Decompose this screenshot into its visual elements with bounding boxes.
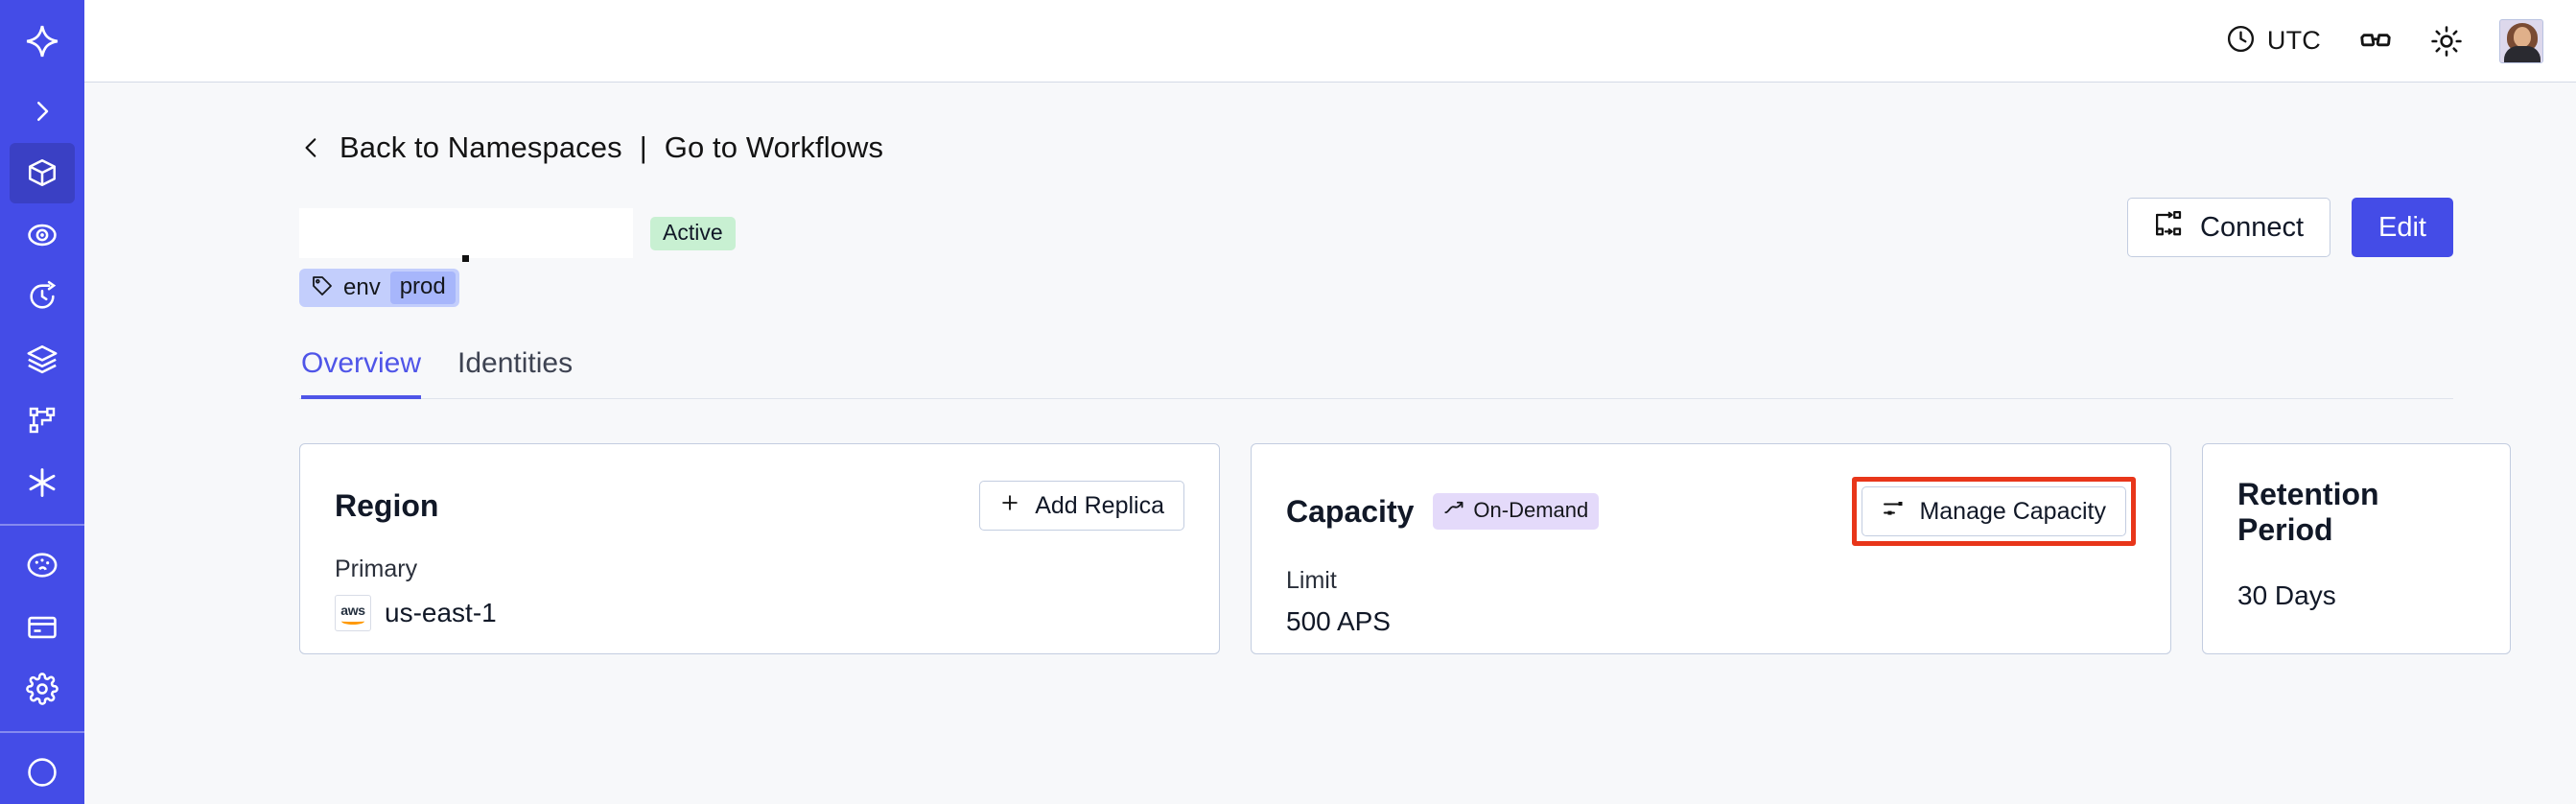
- namespace-title-row: Active: [299, 198, 2453, 262]
- tag-icon: [311, 274, 334, 302]
- tag-value: prod: [389, 272, 456, 304]
- sidebar-item-workflows[interactable]: [10, 390, 75, 451]
- status-badge: Active: [650, 216, 736, 250]
- region-card-header: Region Add Replica: [335, 477, 1184, 534]
- retention-value: 30 Days: [2237, 580, 2336, 610]
- avatar-body: [2504, 45, 2541, 62]
- page-title: [299, 208, 633, 258]
- capacity-card-title: Capacity: [1286, 493, 1415, 529]
- top-bar: UTC: [84, 0, 2576, 83]
- breadcrumb-workflows-link[interactable]: Go to Workflows: [664, 130, 884, 164]
- aws-logo-icon: aws: [335, 595, 371, 631]
- connect-button-label: Connect: [2200, 211, 2305, 243]
- chevron-left-icon[interactable]: [299, 131, 324, 164]
- page-content: Back to Namespaces | Go to Workflows Act…: [84, 83, 2576, 804]
- tag-key: env: [343, 274, 381, 300]
- capacity-mode-badge: On-Demand: [1433, 493, 1600, 530]
- sidebar-item-observability[interactable]: [10, 205, 75, 266]
- aws-logo-text: aws: [340, 603, 365, 618]
- sun-icon[interactable]: [2430, 25, 2463, 58]
- sidebar-item-history[interactable]: [10, 267, 75, 327]
- annotation-highlight: Manage Capacity: [1852, 477, 2136, 546]
- connect-button[interactable]: Connect: [2127, 198, 2331, 257]
- sidebar-item-namespaces[interactable]: [10, 143, 75, 203]
- retention-card-header: Retention Period: [2237, 477, 2475, 548]
- reading-glasses-icon[interactable]: [2357, 23, 2394, 59]
- plus-icon: [999, 492, 1020, 520]
- breadcrumb: Back to Namespaces | Go to Workflows: [299, 130, 2453, 165]
- breadcrumb-back-link[interactable]: Back to Namespaces: [340, 130, 622, 164]
- capacity-limit-label: Limit: [1286, 567, 1337, 594]
- sidebar-item-expand[interactable]: [10, 82, 75, 142]
- avatar-face: [2514, 26, 2531, 47]
- primary-sidebar: [0, 0, 84, 804]
- connect-icon: [2154, 209, 2183, 246]
- sidebar-divider-2: [0, 730, 84, 733]
- region-value-row: aws us-east-1: [335, 595, 1184, 631]
- retention-card-title: Retention Period: [2237, 477, 2379, 547]
- sidebar-item-integrations[interactable]: [10, 453, 75, 513]
- capacity-card: Capacity On-Demand: [1251, 443, 2171, 654]
- capacity-mode-label: On-Demand: [1473, 498, 1589, 522]
- namespace-actions: Connect Edit: [2127, 198, 2453, 257]
- tab-bar: Overview Identities: [299, 347, 2453, 399]
- sliders-icon: [1882, 497, 1905, 527]
- tab-identities[interactable]: Identities: [457, 347, 574, 379]
- capacity-limit-value: 500 APS: [1286, 606, 1391, 636]
- trending-up-icon: [1443, 498, 1464, 523]
- tab-overview[interactable]: Overview: [301, 347, 422, 399]
- manage-capacity-label: Manage Capacity: [1919, 497, 2106, 525]
- sidebar-item-appearance[interactable]: [10, 535, 75, 596]
- sidebar-item-settings[interactable]: [10, 659, 75, 720]
- retention-card: Retention Period 30 Days: [2202, 443, 2511, 654]
- sidebar-divider-1: [0, 524, 84, 527]
- region-card: Region Add Replica Primary: [299, 443, 1220, 654]
- add-replica-button[interactable]: Add Replica: [979, 481, 1184, 531]
- top-bar-actions: UTC: [2225, 18, 2543, 63]
- aws-swoosh: [341, 618, 364, 625]
- edit-button[interactable]: Edit: [2352, 198, 2453, 257]
- timezone-selector[interactable]: UTC: [2225, 23, 2321, 59]
- breadcrumb-separator: |: [639, 130, 647, 164]
- timezone-label: UTC: [2266, 26, 2321, 55]
- region-primary-label: Primary: [335, 556, 418, 582]
- title-descender-mark: [462, 255, 469, 262]
- overview-cards: Region Add Replica Primary: [299, 443, 2511, 654]
- sidebar-item-help[interactable]: [10, 743, 75, 803]
- namespace-tag[interactable]: env prod: [299, 269, 459, 307]
- capacity-card-header: Capacity On-Demand: [1286, 477, 2136, 546]
- content-inner: Back to Namespaces | Go to Workflows Act…: [84, 130, 2576, 654]
- sidebar-item-layers[interactable]: [10, 329, 75, 390]
- region-card-title: Region: [335, 487, 439, 523]
- manage-capacity-button[interactable]: Manage Capacity: [1862, 486, 2126, 536]
- main-area: UTC: [84, 0, 2576, 804]
- add-replica-label: Add Replica: [1035, 491, 1164, 519]
- clock-icon: [2225, 23, 2257, 59]
- sidebar-item-billing[interactable]: [10, 598, 75, 658]
- temporal-logo-icon[interactable]: [10, 12, 75, 72]
- user-avatar[interactable]: [2499, 18, 2543, 63]
- region-value: us-east-1: [385, 598, 497, 627]
